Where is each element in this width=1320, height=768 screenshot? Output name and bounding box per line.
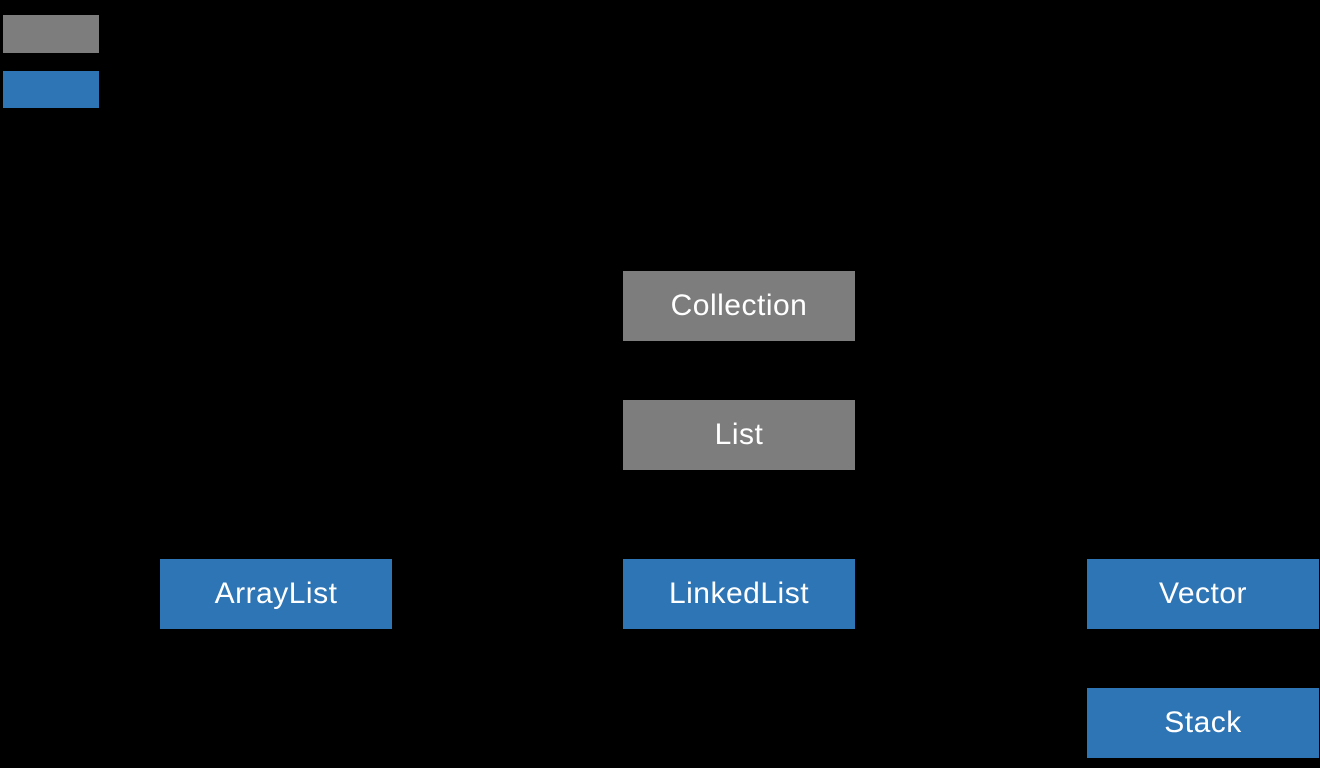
legend-swatch-gray xyxy=(3,15,99,53)
node-collection-label: Collection xyxy=(670,289,808,322)
node-stack: Stack xyxy=(1087,688,1319,758)
node-list: List xyxy=(623,400,855,470)
node-arraylist: ArrayList xyxy=(160,559,392,629)
node-list-label: List xyxy=(714,418,764,451)
node-stack-label: Stack xyxy=(1164,706,1242,739)
node-vector-label: Vector xyxy=(1158,577,1248,610)
node-collection: Collection xyxy=(623,271,855,341)
node-linkedlist: LinkedList xyxy=(623,559,855,629)
legend-swatch-blue xyxy=(3,71,99,108)
node-linkedlist-label: LinkedList xyxy=(668,577,810,610)
node-arraylist-label: ArrayList xyxy=(214,577,338,610)
node-vector: Vector xyxy=(1087,559,1319,629)
